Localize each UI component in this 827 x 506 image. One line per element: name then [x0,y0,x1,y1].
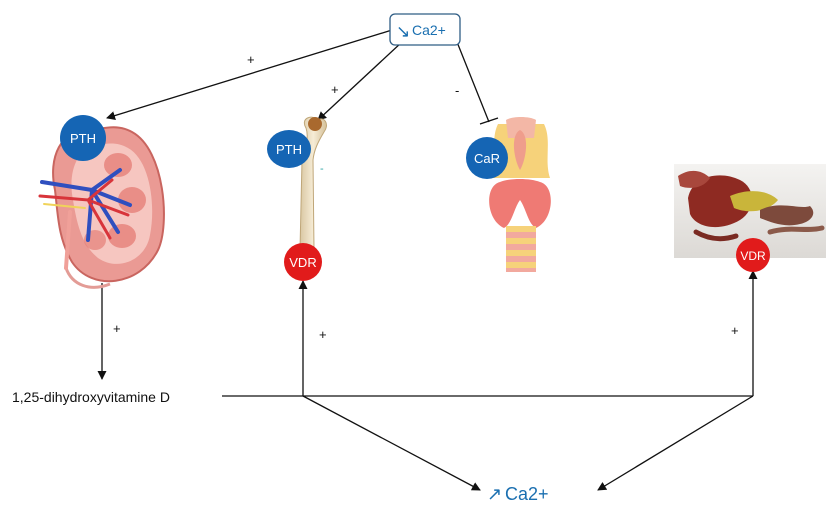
ca-decrease-box [389,13,461,46]
kidney-illustration [38,126,165,289]
connectors [97,29,758,491]
arrow-intestine-to-ca-rise [597,395,754,491]
vdr-intestine-label: VDR [740,249,766,263]
thyroid-illustration [489,117,551,272]
pth-bone-badge: PTH [267,130,311,168]
sign-to-thyroid: - [455,83,459,98]
car-thyroid-badge: CaR [466,137,508,179]
inhibit-ca-to-thyroid [456,41,490,123]
sign-bone-minus: - [320,163,324,175]
sign-kidney-to-vitamin: + [113,321,121,336]
sign-vitamin-to-intestine: + [731,323,739,338]
car-thyroid-label: CaR [474,151,500,166]
sign-to-kidney: + [247,52,255,67]
sign-vitamin-to-bone: + [319,327,327,342]
pth-bone-label: PTH [276,142,302,157]
inhibit-bar [479,117,499,125]
arrow-bone-to-ca-rise [302,395,481,491]
sign-to-bone: + [331,82,339,97]
pth-kidney-badge: PTH [60,115,106,161]
vdr-bone-badge: VDR [284,243,322,281]
arrow-ca-to-kidney [106,29,393,120]
intestine-illustration [674,164,826,258]
ca-decrease-label: Ca2+ [412,22,446,38]
vdr-intestine-badge: VDR [736,238,770,272]
ca-increase-arrow-icon: ↗ [487,484,502,504]
vdr-bone-label: VDR [289,255,316,270]
signs: + + - + + + [113,52,739,342]
vitamin-d-label: 1,25-dihydroxyvitamine D [12,389,170,405]
ca-decrease-arrow-icon: ↘ [396,22,410,41]
ca-decrease-node: ↘ Ca2+ [389,13,461,46]
ca-increase-node: ↗ Ca2+ [487,484,549,504]
arrow-ca-to-bone [317,41,403,121]
ca-increase-label: Ca2+ [505,484,549,504]
pth-kidney-label: PTH [70,131,96,146]
